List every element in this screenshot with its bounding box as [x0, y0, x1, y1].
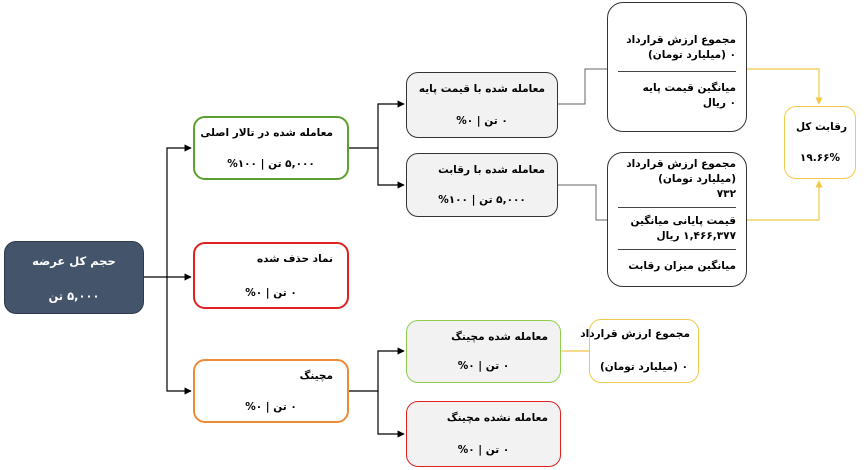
matching-title: مچینگ: [299, 370, 333, 382]
connector-info1-overall: [747, 68, 823, 105]
base-price-info-box: مجموع ارزش قرارداد ۰ (میلیارد تومان) میا…: [607, 2, 747, 132]
matching-value-label: مجموع ارزش قرارداد: [580, 328, 690, 340]
competition-info-box: مجموع ارزش قرارداد (میلیارد تومان) ۷۳۲ ق…: [607, 152, 747, 287]
not-matched-value: ۰ تن | ۰%: [457, 444, 510, 456]
connector-match-notmatched: [377, 391, 405, 438]
divider: [618, 249, 736, 250]
connector-match-matched: [349, 347, 405, 392]
matching-value: ۰ تن | ۰%: [245, 401, 297, 413]
base-avg-section: میانگین قیمت پایه ۰ ریال: [608, 81, 746, 111]
comp-final-value: ۱,۴۶۶,۳۷۷ ریال: [656, 230, 736, 242]
divider: [618, 71, 736, 72]
overall-competition-box: رقابت کل ۱۹.۶۶%: [784, 106, 856, 179]
main-hall-title: معامله شده در تالار اصلی: [200, 127, 333, 139]
competition-box: معامله شده با رقابت ۵,۰۰۰ تن | ۱۰۰%: [406, 153, 558, 217]
overall-competition-title: رقابت کل: [795, 121, 847, 133]
total-supply-title: حجم کل عرضه: [32, 254, 116, 268]
base-avg-label: میانگین قیمت پایه: [642, 82, 736, 94]
matched-title: معامله شده مچینگ: [451, 331, 548, 343]
base-price-box: معامله شده با قیمت پایه ۰ تن | ۰%: [406, 72, 558, 138]
competition-value: ۵,۰۰۰ تن | ۱۰۰%: [438, 194, 526, 206]
main-hall-box: معامله شده در تالار اصلی ۵,۰۰۰ تن | ۱۰۰%: [193, 116, 349, 180]
matched-box: معامله شده مچینگ ۰ تن | ۰%: [406, 320, 561, 383]
divider: [618, 207, 736, 208]
connector-comp-info: [558, 184, 607, 221]
deleted-symbol-title: نماد حذف شده: [256, 253, 333, 265]
connector-total-matching: [166, 277, 192, 395]
comp-final-section: قیمت پایانی میانگین ۱,۴۶۶,۳۷۷ ریال: [608, 214, 746, 244]
connector-main-comp: [377, 148, 405, 189]
connector-info2-overall: [747, 180, 823, 221]
base-avg-value: ۰ ریال: [702, 97, 736, 109]
main-hall-value: ۵,۰۰۰ تن | ۱۰۰%: [227, 158, 315, 170]
comp-final-label: قیمت پایانی میانگین: [630, 215, 736, 227]
competition-title: معامله شده با رقابت: [438, 164, 545, 176]
base-contract-label: مجموع ارزش قرارداد: [626, 34, 736, 46]
total-supply-box: حجم کل عرضه ۵,۰۰۰ تن: [4, 241, 144, 314]
base-price-title: معامله شده با قیمت پایه: [418, 83, 545, 95]
total-supply-value: ۵,۰۰۰ تن: [48, 289, 100, 303]
matching-box: مچینگ ۰ تن | ۰%: [193, 359, 349, 423]
comp-rate-section: میانگین میزان رقابت: [608, 259, 746, 274]
base-contract-value: ۰ (میلیارد تومان): [648, 49, 736, 61]
connector-base-info: [558, 68, 607, 105]
deleted-symbol-value: ۰ تن | ۰%: [245, 287, 297, 299]
matched-value: ۰ تن | ۰%: [457, 360, 510, 372]
comp-rate-label: میانگین میزان رقابت: [628, 260, 736, 272]
base-price-value: ۰ تن | ۰%: [456, 115, 508, 127]
connector-main-base: [349, 100, 405, 149]
not-matched-box: معامله نشده مچینگ ۰ تن | ۰%: [406, 401, 561, 467]
comp-contract-number: ۷۳۲: [716, 188, 736, 200]
matching-value-amount: ۰ (میلیارد تومان): [600, 361, 688, 373]
comp-contract-value: (میلیارد تومان): [658, 173, 736, 185]
not-matched-title: معامله نشده مچینگ: [446, 412, 548, 424]
base-contract-section: مجموع ارزش قرارداد ۰ (میلیارد تومان): [608, 33, 746, 63]
comp-contract-label: مجموع ارزش قرارداد: [626, 158, 736, 170]
connector-total-main: [144, 144, 192, 278]
overall-competition-value: ۱۹.۶۶%: [799, 152, 841, 164]
deleted-symbol-box: نماد حذف شده ۰ تن | ۰%: [193, 242, 349, 309]
comp-contract-section: مجموع ارزش قرارداد (میلیارد تومان) ۷۳۲: [608, 157, 746, 202]
matching-value-box: مجموع ارزش قرارداد ۰ (میلیارد تومان): [580, 319, 699, 383]
